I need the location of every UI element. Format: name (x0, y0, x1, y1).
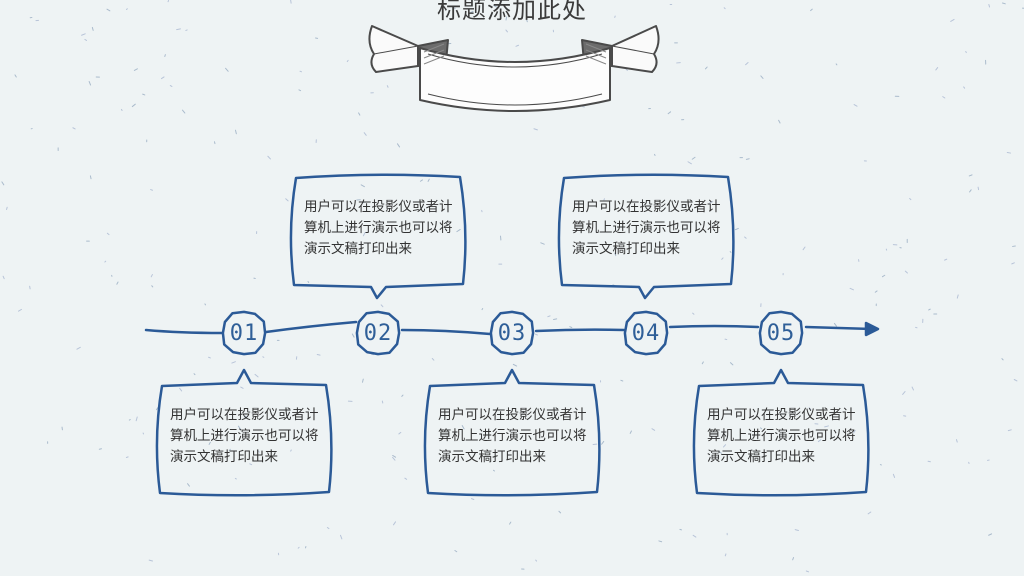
timeline-node-number: 03 (497, 320, 527, 346)
timeline-node-number: 04 (631, 320, 661, 346)
speech-bubble-02 (289, 173, 467, 300)
timeline-node-01 (221, 310, 267, 356)
bubble-text: 用户可以在投影仪或者计算机上进行演示也可以将演示文稿打印出来 (707, 407, 856, 465)
timeline-line (144, 320, 874, 336)
timeline-node-02 (355, 310, 401, 356)
page-title: 标题添加此处 (437, 0, 587, 24)
bubble-text: 用户可以在投影仪或者计算机上进行演示也可以将演示文稿打印出来 (572, 199, 721, 257)
bubble-text: 用户可以在投影仪或者计算机上进行演示也可以将演示文稿打印出来 (170, 407, 319, 465)
ribbon-banner-icon (368, 25, 660, 112)
timeline-node-03 (489, 310, 535, 356)
speech-bubble-05 (692, 368, 870, 497)
bubble-text: 用户可以在投影仪或者计算机上进行演示也可以将演示文稿打印出来 (438, 407, 587, 465)
timeline-node-number: 05 (766, 320, 796, 346)
speech-bubble-01 (155, 368, 333, 497)
arrow-head-icon (864, 321, 880, 337)
timeline-node-04 (623, 310, 669, 356)
bubble-text: 用户可以在投影仪或者计算机上进行演示也可以将演示文稿打印出来 (304, 199, 453, 257)
speech-bubble-04 (557, 173, 735, 300)
timeline-node-number: 01 (229, 320, 259, 346)
speech-bubble-03 (423, 368, 601, 497)
timeline-node-05 (758, 310, 804, 356)
timeline-node-number: 02 (363, 320, 393, 346)
